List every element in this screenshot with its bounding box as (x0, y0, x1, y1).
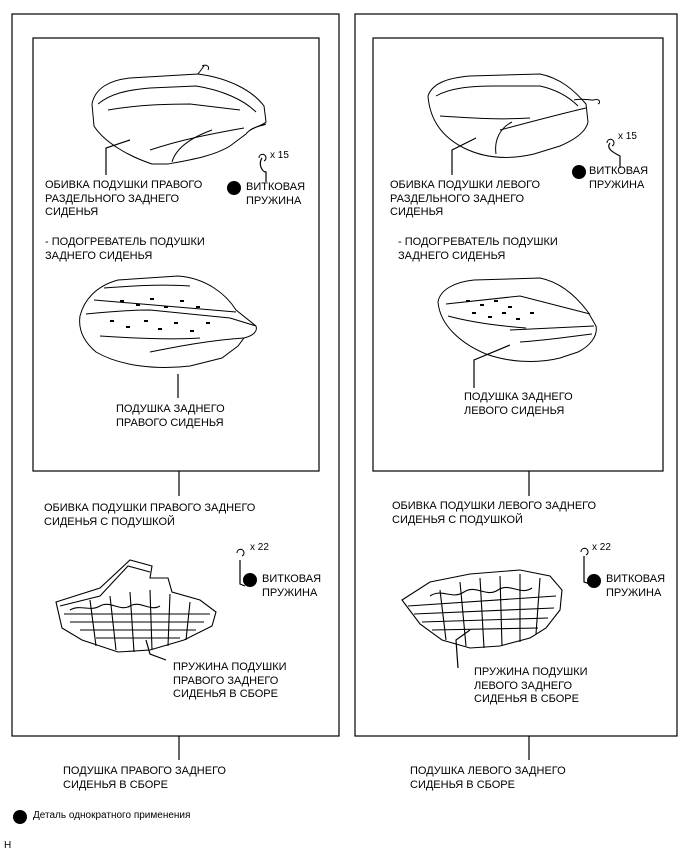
right-assembly-label: ПОДУШКА ЛЕВОГО ЗАДНЕГО СИДЕНЬЯ В СБОРЕ (410, 765, 566, 791)
right-seat-pad-drawing (437, 277, 597, 362)
left-seat-pad-drawing (79, 275, 257, 368)
left-cover-with-pad-label: ОБИВКА ПОДУШКИ ПРАВОГО ЗАДНЕГО СИДЕНЬЯ С… (44, 502, 256, 528)
right-ring-label-1: ВИТКОВАЯ ПРУЖИНА (589, 165, 649, 191)
right-heater-label: - ПОДОГРЕВАТЕЛЬ ПОДУШКИ ЗАДНЕГО СИДЕНЬЯ (398, 236, 558, 262)
left-ring-qty-1: x 15 (270, 150, 289, 161)
left-inner-frame (32, 37, 320, 472)
right-spring-assy-label: ПРУЖИНА ПОДУШКИ ЛЕВОГО ЗАДНЕГО СИДЕНЬЯ В… (474, 666, 588, 705)
left-pad-label: ПОДУШКА ЗАДНЕГО ПРАВОГО СИДЕНЬЯ (116, 403, 225, 429)
corner-mark: H (4, 840, 12, 851)
non-reusable-icon (243, 573, 257, 587)
legend-non-reusable-text: Деталь однократного применения (33, 810, 191, 821)
non-reusable-icon (587, 574, 601, 588)
hog-ring-icon (236, 548, 245, 557)
hog-ring-icon (580, 547, 589, 556)
left-heater-label: - ПОДОГРЕВАТЕЛЬ ПОДУШКИ ЗАДНЕГО СИДЕНЬЯ (45, 236, 205, 262)
right-seat-cover-drawing (427, 73, 601, 158)
right-cover-label: ОБИВКА ПОДУШКИ ЛЕВОГО РАЗДЕЛЬНОГО ЗАДНЕГ… (390, 179, 541, 218)
right-spring-assembly-drawing (401, 569, 563, 649)
right-outer-frame (354, 13, 678, 737)
left-cover-label: ОБИВКА ПОДУШКИ ПРАВОГО РАЗДЕЛЬНОГО ЗАДНЕ… (45, 179, 203, 218)
right-ring-qty-1: x 15 (618, 131, 637, 142)
left-outer-frame (11, 13, 340, 737)
left-ring-label-1: ВИТКОВАЯ ПРУЖИНА (246, 181, 306, 207)
right-ring-label-2: ВИТКОВАЯ ПРУЖИНА (606, 573, 666, 599)
non-reusable-icon (227, 181, 241, 195)
non-reusable-icon (572, 165, 586, 179)
left-spring-assy-label: ПРУЖИНА ПОДУШКИ ПРАВОГО ЗАДНЕГО СИДЕНЬЯ … (173, 661, 287, 700)
left-spring-assembly-drawing (55, 559, 217, 653)
left-assembly-label: ПОДУШКА ПРАВОГО ЗАДНЕГО СИДЕНЬЯ В СБОРЕ (63, 765, 226, 791)
left-ring-qty-2: x 22 (250, 542, 269, 553)
non-reusable-icon (13, 810, 27, 824)
left-seat-cover-drawing (91, 64, 267, 165)
right-pad-label: ПОДУШКА ЗАДНЕГО ЛЕВОГО СИДЕНЬЯ (464, 391, 573, 417)
right-inner-frame (372, 37, 664, 472)
hog-ring-icon (606, 138, 615, 147)
right-cover-with-pad-label: ОБИВКА ПОДУШКИ ЛЕВОГО ЗАДНЕГО СИДЕНЬЯ С … (392, 500, 597, 526)
hog-ring-icon (258, 153, 267, 162)
right-ring-qty-2: x 22 (592, 542, 611, 553)
left-ring-label-2: ВИТКОВАЯ ПРУЖИНА (262, 573, 322, 599)
